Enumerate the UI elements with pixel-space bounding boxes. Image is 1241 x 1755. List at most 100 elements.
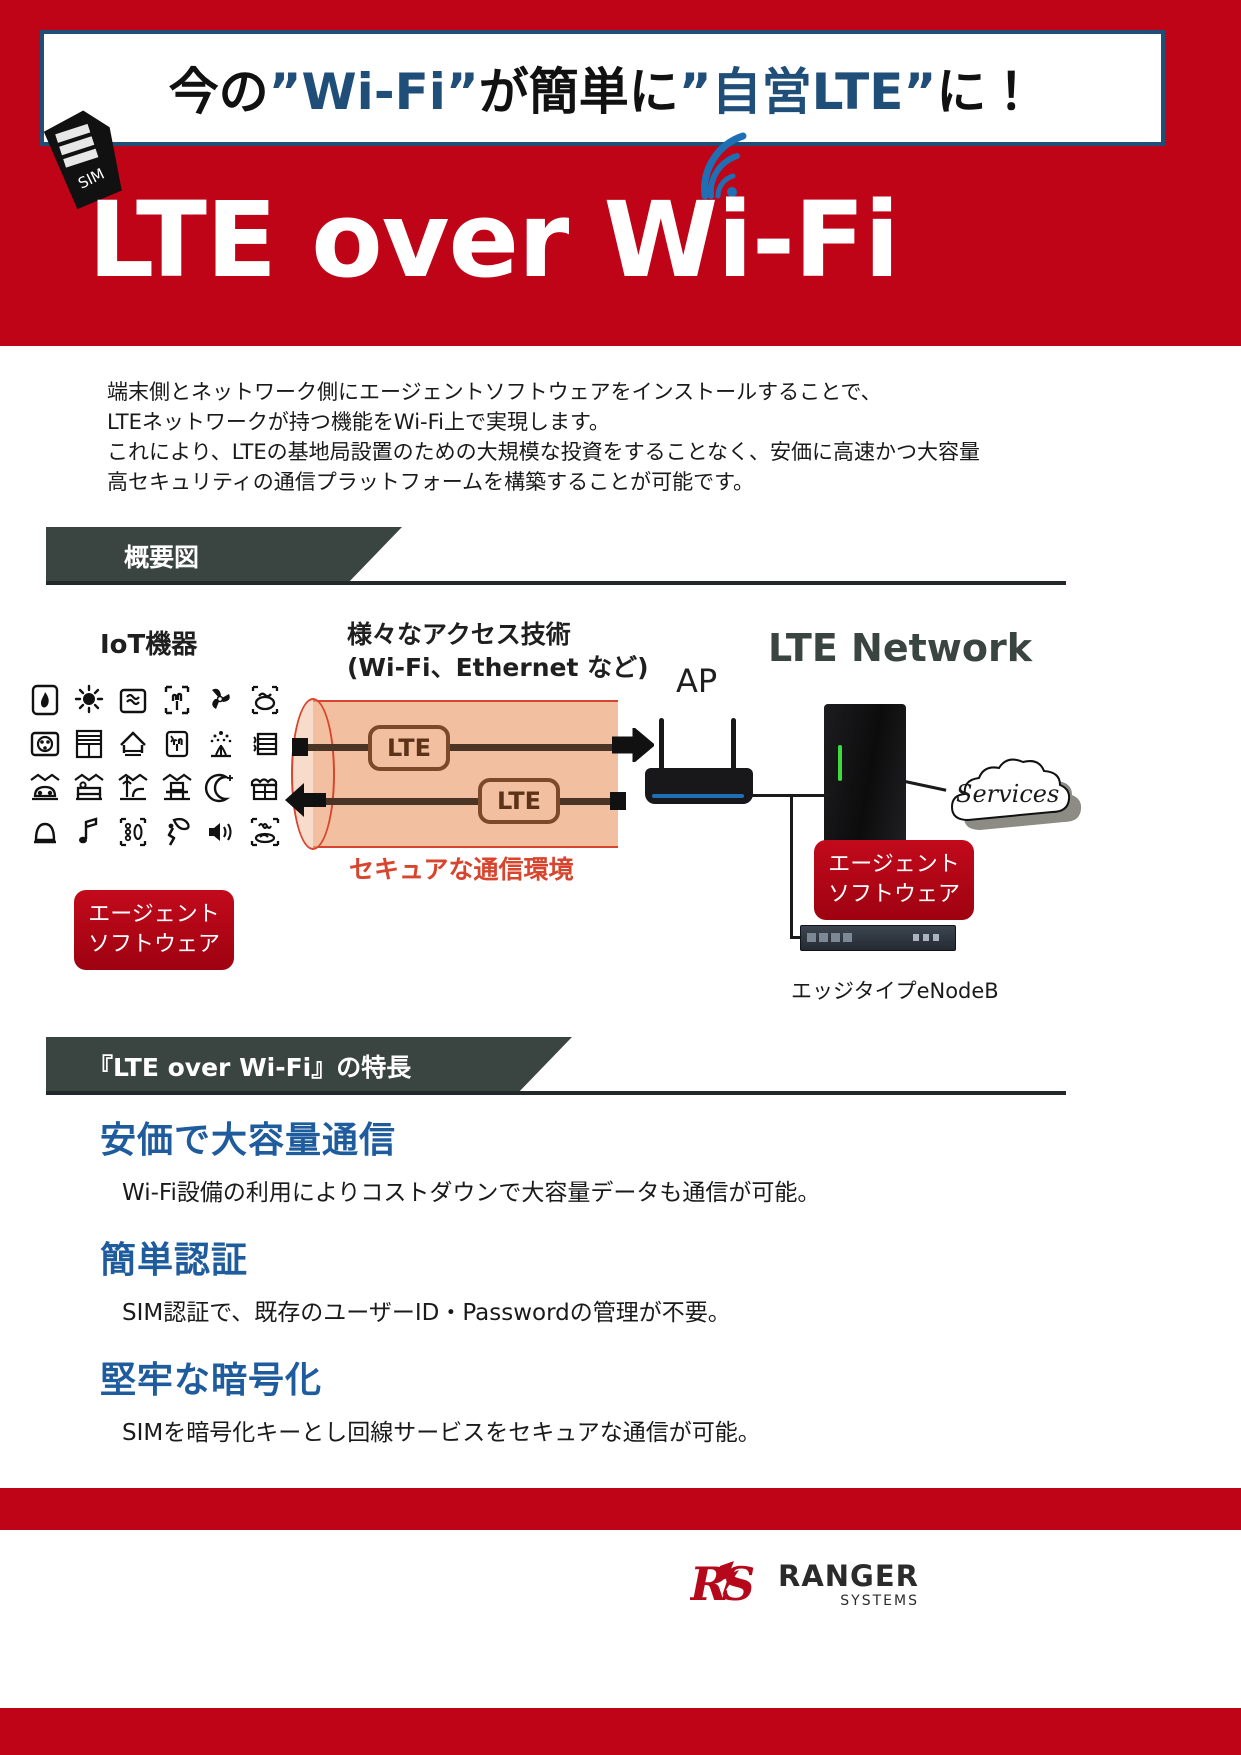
- tunnel-cap-ellipse: [291, 698, 335, 850]
- intro-line-2: LTEネットワークが持つ機能をWi-Fi上で実現します。: [107, 410, 610, 434]
- footer-white-area: [0, 1530, 1241, 1708]
- tagline-box: 今の”Wi-Fi”が簡単に”自営LTE”に！: [40, 30, 1165, 146]
- ap-antenna-right-icon: [731, 718, 736, 770]
- lte-core-server-icon: [824, 704, 906, 844]
- features-banner-wedge: [516, 1037, 572, 1095]
- uplink-flowline: [296, 744, 626, 751]
- secure-tunnel: [313, 700, 618, 848]
- feature-2-heading: 簡単認証: [100, 1240, 249, 1281]
- company-subtitle: SYSTEMS: [840, 1593, 919, 1609]
- oven-icon: [112, 680, 154, 720]
- overview-diagram: IoT機器 様々なアクセス技術 (Wi-Fi、Ethernet など) AP L…: [0, 600, 1241, 1020]
- wifi-signal-icon: [695, 130, 765, 202]
- overview-banner-wedge: [346, 527, 402, 585]
- bell-icon: [24, 812, 66, 852]
- company-name: RANGER: [778, 1559, 919, 1593]
- overview-banner-label: 概要図: [124, 543, 200, 572]
- cooking-pot-icon: [244, 680, 286, 720]
- power-outlet-icon: [24, 724, 66, 764]
- access-label-line2: (Wi-Fi、Ethernet など): [347, 653, 649, 682]
- intro-line-1: 端末側とネットワーク側にエージェントソフトウェアをインストールすることで、: [107, 380, 882, 404]
- radiator-icon: [244, 724, 286, 764]
- rs-logo-mark-icon: R S: [688, 1554, 764, 1614]
- fan-icon: [200, 680, 242, 720]
- intro-line-4: 高セキュリティの通信プラットフォームを構築することが可能です。: [107, 470, 755, 494]
- feature-1-body: Wi-Fi設備の利用によりコストダウンで大容量データも通信が可能。: [122, 1180, 821, 1206]
- exercise-icon: [156, 812, 198, 852]
- table-icon: [156, 768, 198, 808]
- server-led-icon: [838, 745, 842, 781]
- speaker-icon: [200, 812, 242, 852]
- moon-icon: [200, 768, 242, 808]
- feature-item-2: 簡単認証 SIM認証で、既存のユーザーID・Passwordの管理が不要。: [100, 1231, 731, 1327]
- feature-3-body: SIMを暗号化キーとし回線サービスをセキュアな通信が可能。: [122, 1420, 761, 1446]
- bed-icon: [68, 768, 110, 808]
- hot-spring-icon: [244, 812, 286, 852]
- elevator-icon: [112, 812, 154, 852]
- sim-card-icon: SIM: [37, 101, 135, 215]
- iot-icon-grid: [24, 680, 284, 852]
- features-banner-label: 『LTE over Wi-Fi』の特長: [88, 1053, 412, 1082]
- agent-software-badge-network: エージェント ソフトウェア: [814, 840, 975, 920]
- tagline-post: に！: [936, 63, 1037, 121]
- secure-communication-label: セキュアな通信環境: [349, 855, 574, 884]
- music-note-icon: [68, 812, 110, 852]
- lte-tunnel-pill-2: LTE: [478, 778, 560, 824]
- overview-banner-rule: [46, 581, 1066, 585]
- lte-tunnel-pill-1: LTE: [368, 725, 450, 771]
- tagline-text: 今の”Wi-Fi”が簡単に”自営LTE”に！: [169, 52, 1037, 124]
- feature-item-3: 堅牢な暗号化 SIMを暗号化キーとし回線サービスをセキュアな通信が可能。: [100, 1351, 761, 1447]
- page-title: LTE over Wi-Fi: [88, 179, 900, 301]
- services-label: Services: [956, 780, 1060, 808]
- beach-chair-icon: [112, 768, 154, 808]
- downlink-flowline: [296, 798, 626, 805]
- features-banner-rule: [46, 1091, 1066, 1095]
- lte-network-label: LTE Network: [768, 626, 1032, 670]
- agent-badge-network-line2: ソフトウェア: [828, 882, 961, 907]
- hand-wash-icon: [156, 724, 198, 764]
- edge-enodeb-icon: [800, 925, 956, 951]
- hand-dryer-icon: [156, 680, 198, 720]
- flame-icon: [24, 680, 66, 720]
- downlink-arrow-icon: [610, 788, 636, 821]
- agent-badge-network-line1: エージェント: [828, 852, 960, 877]
- company-logo-text: RANGER SYSTEMS: [778, 1559, 919, 1609]
- car-icon: [24, 768, 66, 808]
- tagline-pre: 今の: [168, 63, 269, 121]
- tagline-mid: が簡単に: [478, 63, 679, 121]
- feature-item-1: 安価で大容量通信 Wi-Fi設備の利用によりコストダウンで大容量データも通信が可…: [100, 1111, 820, 1207]
- ap-led-strip: [652, 794, 744, 798]
- ap-antenna-left-icon: [659, 718, 664, 770]
- uplink-arrow-icon: [292, 733, 318, 766]
- agent-badge-device-line2: ソフトウェア: [88, 932, 221, 957]
- overview-section-banner: 概要図: [46, 527, 346, 585]
- house-heat-icon: [112, 724, 154, 764]
- storefront-icon: [244, 768, 286, 808]
- ap-label: AP: [676, 662, 718, 700]
- feature-2-body: SIM認証で、既存のユーザーID・Passwordの管理が不要。: [122, 1300, 731, 1326]
- edge-enodeb-label: エッジタイプeNodeB: [791, 979, 999, 1003]
- hero-banner: 今の”Wi-Fi”が簡単に”自営LTE”に！ SIM LTE over Wi-F…: [0, 0, 1241, 346]
- access-technology-label: 様々なアクセス技術 (Wi-Fi、Ethernet など): [347, 618, 649, 684]
- hero-inner: 今の”Wi-Fi”が簡単に”自営LTE”に！ SIM LTE over Wi-F…: [40, 20, 1205, 346]
- agent-software-badge-device: エージェント ソフトウェア: [74, 890, 235, 970]
- downlink-arrow-head-icon: [284, 782, 326, 823]
- ap-device-icon: [645, 768, 753, 804]
- intro-paragraph: 端末側とネットワーク側にエージェントソフトウェアをインストールすることで、 LT…: [107, 377, 1107, 497]
- iot-devices-label: IoT機器: [100, 630, 198, 660]
- feature-3-heading: 堅牢な暗号化: [100, 1360, 323, 1401]
- services-cloud-icon: [938, 748, 1088, 840]
- lightbulb-icon: [68, 680, 110, 720]
- tagline-quote-lte: ”自営LTE”: [678, 63, 937, 121]
- feature-1-heading: 安価で大容量通信: [100, 1120, 397, 1161]
- intro-line-3: これにより、LTEの基地局設置のための大規模な投資をすることなく、安価に高速かつ…: [107, 440, 981, 464]
- features-section-banner: 『LTE over Wi-Fi』の特長: [46, 1037, 516, 1095]
- access-label-line1: 様々なアクセス技術: [347, 620, 571, 649]
- agent-badge-device-line1: エージェント: [88, 902, 220, 927]
- sprinkler-icon: [200, 724, 242, 764]
- blinds-icon: [68, 724, 110, 764]
- company-logo: R S RANGER SYSTEMS: [688, 1548, 1110, 1620]
- wire-vertical-drop: [790, 794, 793, 936]
- tagline-quote-wifi: ”Wi-Fi”: [268, 63, 479, 121]
- uplink-arrow-head-icon: [610, 725, 656, 767]
